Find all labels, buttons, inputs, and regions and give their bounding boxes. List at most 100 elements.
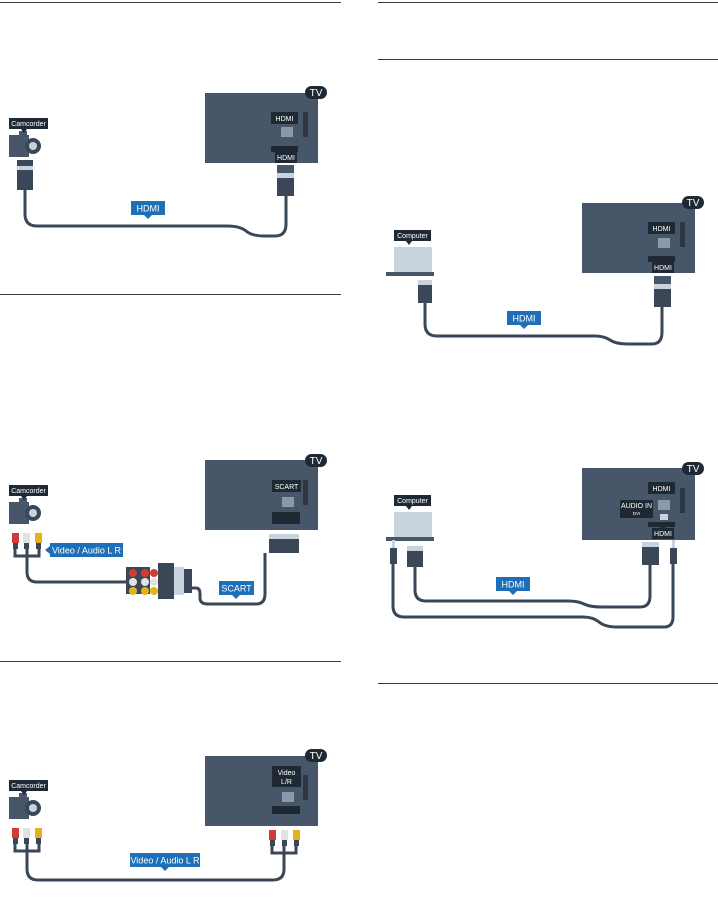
scart-plug-tv [269, 534, 299, 553]
tv-screen: TV HDMI [582, 196, 704, 273]
svg-text:HDMI: HDMI [137, 204, 160, 214]
hdmi-plug-label: HDMI [652, 524, 674, 539]
svg-text:AUDIO IN: AUDIO IN [621, 503, 652, 510]
tv-badge: TV [682, 196, 704, 209]
hdmi-port-label: HDMI [271, 112, 298, 124]
av-cable [25, 851, 286, 882]
scart-cable-label: SCART [219, 581, 254, 599]
hdmi-plug-tv [654, 276, 671, 307]
hdmi-port-label: HDMI [648, 482, 675, 494]
svg-text:L/R: L/R [281, 779, 292, 786]
av-port [282, 792, 294, 802]
rca-plugs-device [12, 533, 42, 549]
hdmi-port [658, 238, 670, 248]
svg-text:HDMI: HDMI [654, 531, 672, 538]
hdmi-plug-tv [277, 165, 294, 196]
audio-port [660, 514, 668, 520]
av-port-label: Video L/R [272, 766, 301, 787]
scart-cable [192, 553, 267, 606]
section-divider [0, 661, 341, 662]
av-cable-label: Video / Audio L R [130, 853, 200, 871]
section-divider [378, 59, 718, 60]
svg-text:TV: TV [310, 751, 323, 762]
tv-badge: TV [305, 749, 327, 762]
svg-text:HDMI: HDMI [277, 155, 295, 162]
scart-port [282, 497, 294, 507]
section-divider [378, 2, 718, 3]
hdmi-plug-tv [642, 542, 659, 565]
scart-port-label: SCART [272, 480, 301, 492]
hdmi-plug-device [418, 280, 432, 303]
hdmi-cable [423, 303, 664, 346]
camcorder-label: Camcorder [9, 780, 48, 795]
hdmi-port-label: HDMI [648, 222, 675, 234]
tv-badge: TV [682, 462, 704, 475]
svg-text:Camcorder: Camcorder [11, 783, 46, 790]
tv-screen: TV SCART [205, 454, 327, 530]
av-cable [25, 556, 132, 584]
svg-text:SCART: SCART [221, 584, 252, 594]
section-divider [378, 683, 718, 684]
diagram-camcorder-scart: TV SCART Camcorder [9, 454, 327, 606]
av-cable-label: Video / Audio L R [45, 543, 123, 557]
dvi-plug-device [407, 546, 423, 567]
hdmi-port [281, 127, 293, 137]
svg-text:Computer: Computer [397, 498, 428, 505]
svg-text:Video / Audio L R: Video / Audio L R [52, 546, 122, 556]
diagram-computer-dvi-audio: TV HDMI AUDIO IN DVI HDMI [386, 462, 704, 629]
svg-text:HDMI: HDMI [653, 486, 671, 493]
hdmi-cable [23, 190, 288, 238]
svg-text:DVI: DVI [633, 511, 641, 516]
svg-text:HDMI: HDMI [653, 226, 671, 233]
svg-text:TV: TV [687, 464, 700, 475]
svg-text:TV: TV [687, 198, 700, 209]
section-divider [0, 2, 341, 3]
hdmi-plug-label: HDMI [652, 258, 674, 273]
computer-icon [386, 247, 434, 276]
hdmi-cable-label: HDMI [496, 577, 530, 595]
hdmi-plug-label: HDMI [275, 148, 297, 163]
svg-text:Computer: Computer [397, 233, 428, 240]
audio-plug-tv [670, 540, 677, 564]
svg-text:HDMI: HDMI [276, 116, 294, 123]
svg-text:Video / Audio L R: Video / Audio L R [130, 856, 200, 866]
computer-icon [386, 512, 434, 541]
hdmi-cable [413, 565, 652, 609]
svg-text:HDMI: HDMI [502, 580, 525, 590]
hdmi-plug-device [17, 160, 33, 190]
diagram-camcorder-av: TV Video L/R Camcorder [9, 749, 327, 882]
tv-badge: TV [305, 454, 327, 467]
hdmi-cable-label: HDMI [131, 201, 165, 219]
camcorder-label: Camcorder [9, 118, 48, 133]
svg-text:SCART: SCART [275, 484, 299, 491]
svg-text:Camcorder: Camcorder [11, 121, 46, 128]
camcorder-label: Camcorder [9, 485, 48, 500]
camcorder-icon [9, 498, 41, 524]
computer-label: Computer [394, 495, 431, 510]
camcorder-icon [9, 793, 41, 819]
computer-label: Computer [394, 230, 431, 245]
hdmi-cable-label: HDMI [507, 311, 541, 329]
tv-screen: TV Video L/R [205, 749, 327, 826]
tv-screen: TV HDMI [205, 86, 327, 163]
svg-text:HDMI: HDMI [654, 265, 672, 272]
tv-badge-text: TV [310, 88, 323, 99]
svg-text:Camcorder: Camcorder [11, 488, 46, 495]
svg-text:HDMI: HDMI [513, 314, 536, 324]
audio-plug-device [390, 540, 397, 564]
hdmi-port [658, 500, 670, 510]
tv-screen: TV HDMI AUDIO IN DVI [582, 462, 704, 540]
diagram-computer-hdmi: TV HDMI HDMI Computer [386, 196, 704, 346]
diagram-camcorder-hdmi: TV HDMI HDMI [9, 86, 327, 238]
rca-plugs-device [12, 828, 42, 844]
rca-scart-adapter [126, 563, 192, 599]
tv-badge: TV [305, 86, 327, 99]
audio-in-label: AUDIO IN DVI [620, 500, 653, 518]
svg-text:TV: TV [310, 456, 323, 467]
camcorder-icon [9, 131, 41, 157]
section-divider [0, 294, 341, 295]
audio-cable [391, 564, 675, 629]
svg-text:Video: Video [278, 770, 296, 777]
rca-plugs-tv [269, 830, 300, 846]
